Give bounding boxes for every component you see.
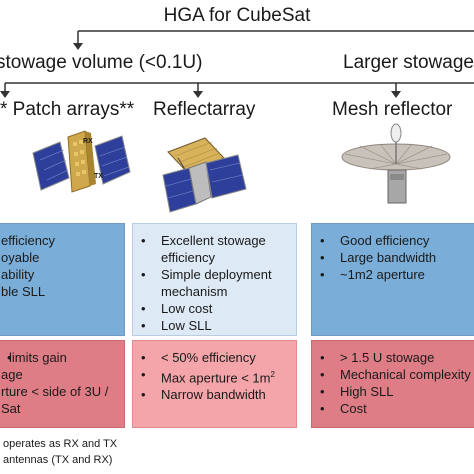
cons-patch-item-continued: age	[1, 367, 23, 382]
cons-patch-item: -limits gain	[0, 349, 124, 366]
cons-box-mesh: > 1.5 U stowage Mechanical complexity Hi…	[311, 340, 474, 428]
footnote-line-1: operates as RX and TX	[3, 438, 118, 450]
branch-larger-stowage: Larger stowage	[343, 52, 474, 73]
rx-label: RX	[83, 138, 93, 145]
pros-patch-item: ability	[1, 267, 35, 282]
category-patch-arrays: * Patch arrays**	[0, 99, 135, 120]
pros-patch-item: ble SLL	[1, 284, 46, 299]
cons-mesh-item: Cost	[312, 400, 474, 417]
branch-small-stowage: stowage volume (<0.1U)	[0, 52, 203, 73]
pros-mesh-item: ~1m2 aperture	[312, 266, 474, 283]
pros-reflectarray-item: Low SLL	[133, 317, 296, 334]
pros-box-patch: efficiency oyable ability ble SLL	[0, 223, 125, 336]
footnote-line-2: antennas (TX and RX)	[3, 454, 113, 466]
pros-patch-item: oyable	[1, 250, 40, 265]
diagram-title: HGA for CubeSat	[163, 5, 311, 26]
cons-reflectarray-item: < 50% efficiency	[133, 349, 296, 366]
cons-mesh-item: Mechanical complexity	[312, 366, 474, 383]
cons-reflectarray-item: Narrow bandwidth	[133, 386, 296, 403]
pros-patch-item: efficiency	[1, 233, 55, 248]
pros-reflectarray-item-continued: efficiency	[161, 250, 215, 265]
superscript-two: 2	[270, 370, 275, 379]
pros-box-reflectarray: Excellent stowage efficiency Simple depl…	[132, 223, 297, 336]
cons-box-patch: -limits gain age rture < side of 3U / Sa…	[0, 340, 125, 428]
category-reflectarray: Reflectarray	[153, 99, 256, 120]
cons-mesh-item: High SLL	[312, 383, 474, 400]
cons-box-reflectarray: < 50% efficiency Max aperture < 1m2 Narr…	[132, 340, 297, 428]
cons-reflectarray-item: Max aperture < 1m2	[133, 366, 296, 386]
pros-reflectarray-item-continued: mechanism	[161, 284, 228, 299]
tx-label: TX	[94, 173, 103, 180]
pros-reflectarray-item: Simple deployment	[133, 266, 296, 283]
cons-patch-item-continued: rture < side of 3U /	[1, 384, 109, 399]
pros-mesh-item: Good efficiency	[312, 232, 474, 249]
pros-reflectarray-item: Excellent stowage	[133, 232, 296, 249]
category-mesh-reflector: Mesh reflector	[332, 99, 453, 120]
pros-box-mesh: Good efficiency Large bandwidth ~1m2 ape…	[311, 223, 474, 336]
cons-patch-item-continued: Sat	[1, 401, 21, 416]
pros-reflectarray-item: Low cost	[133, 300, 296, 317]
cons-mesh-item: > 1.5 U stowage	[312, 349, 474, 366]
pros-mesh-item: Large bandwidth	[312, 249, 474, 266]
